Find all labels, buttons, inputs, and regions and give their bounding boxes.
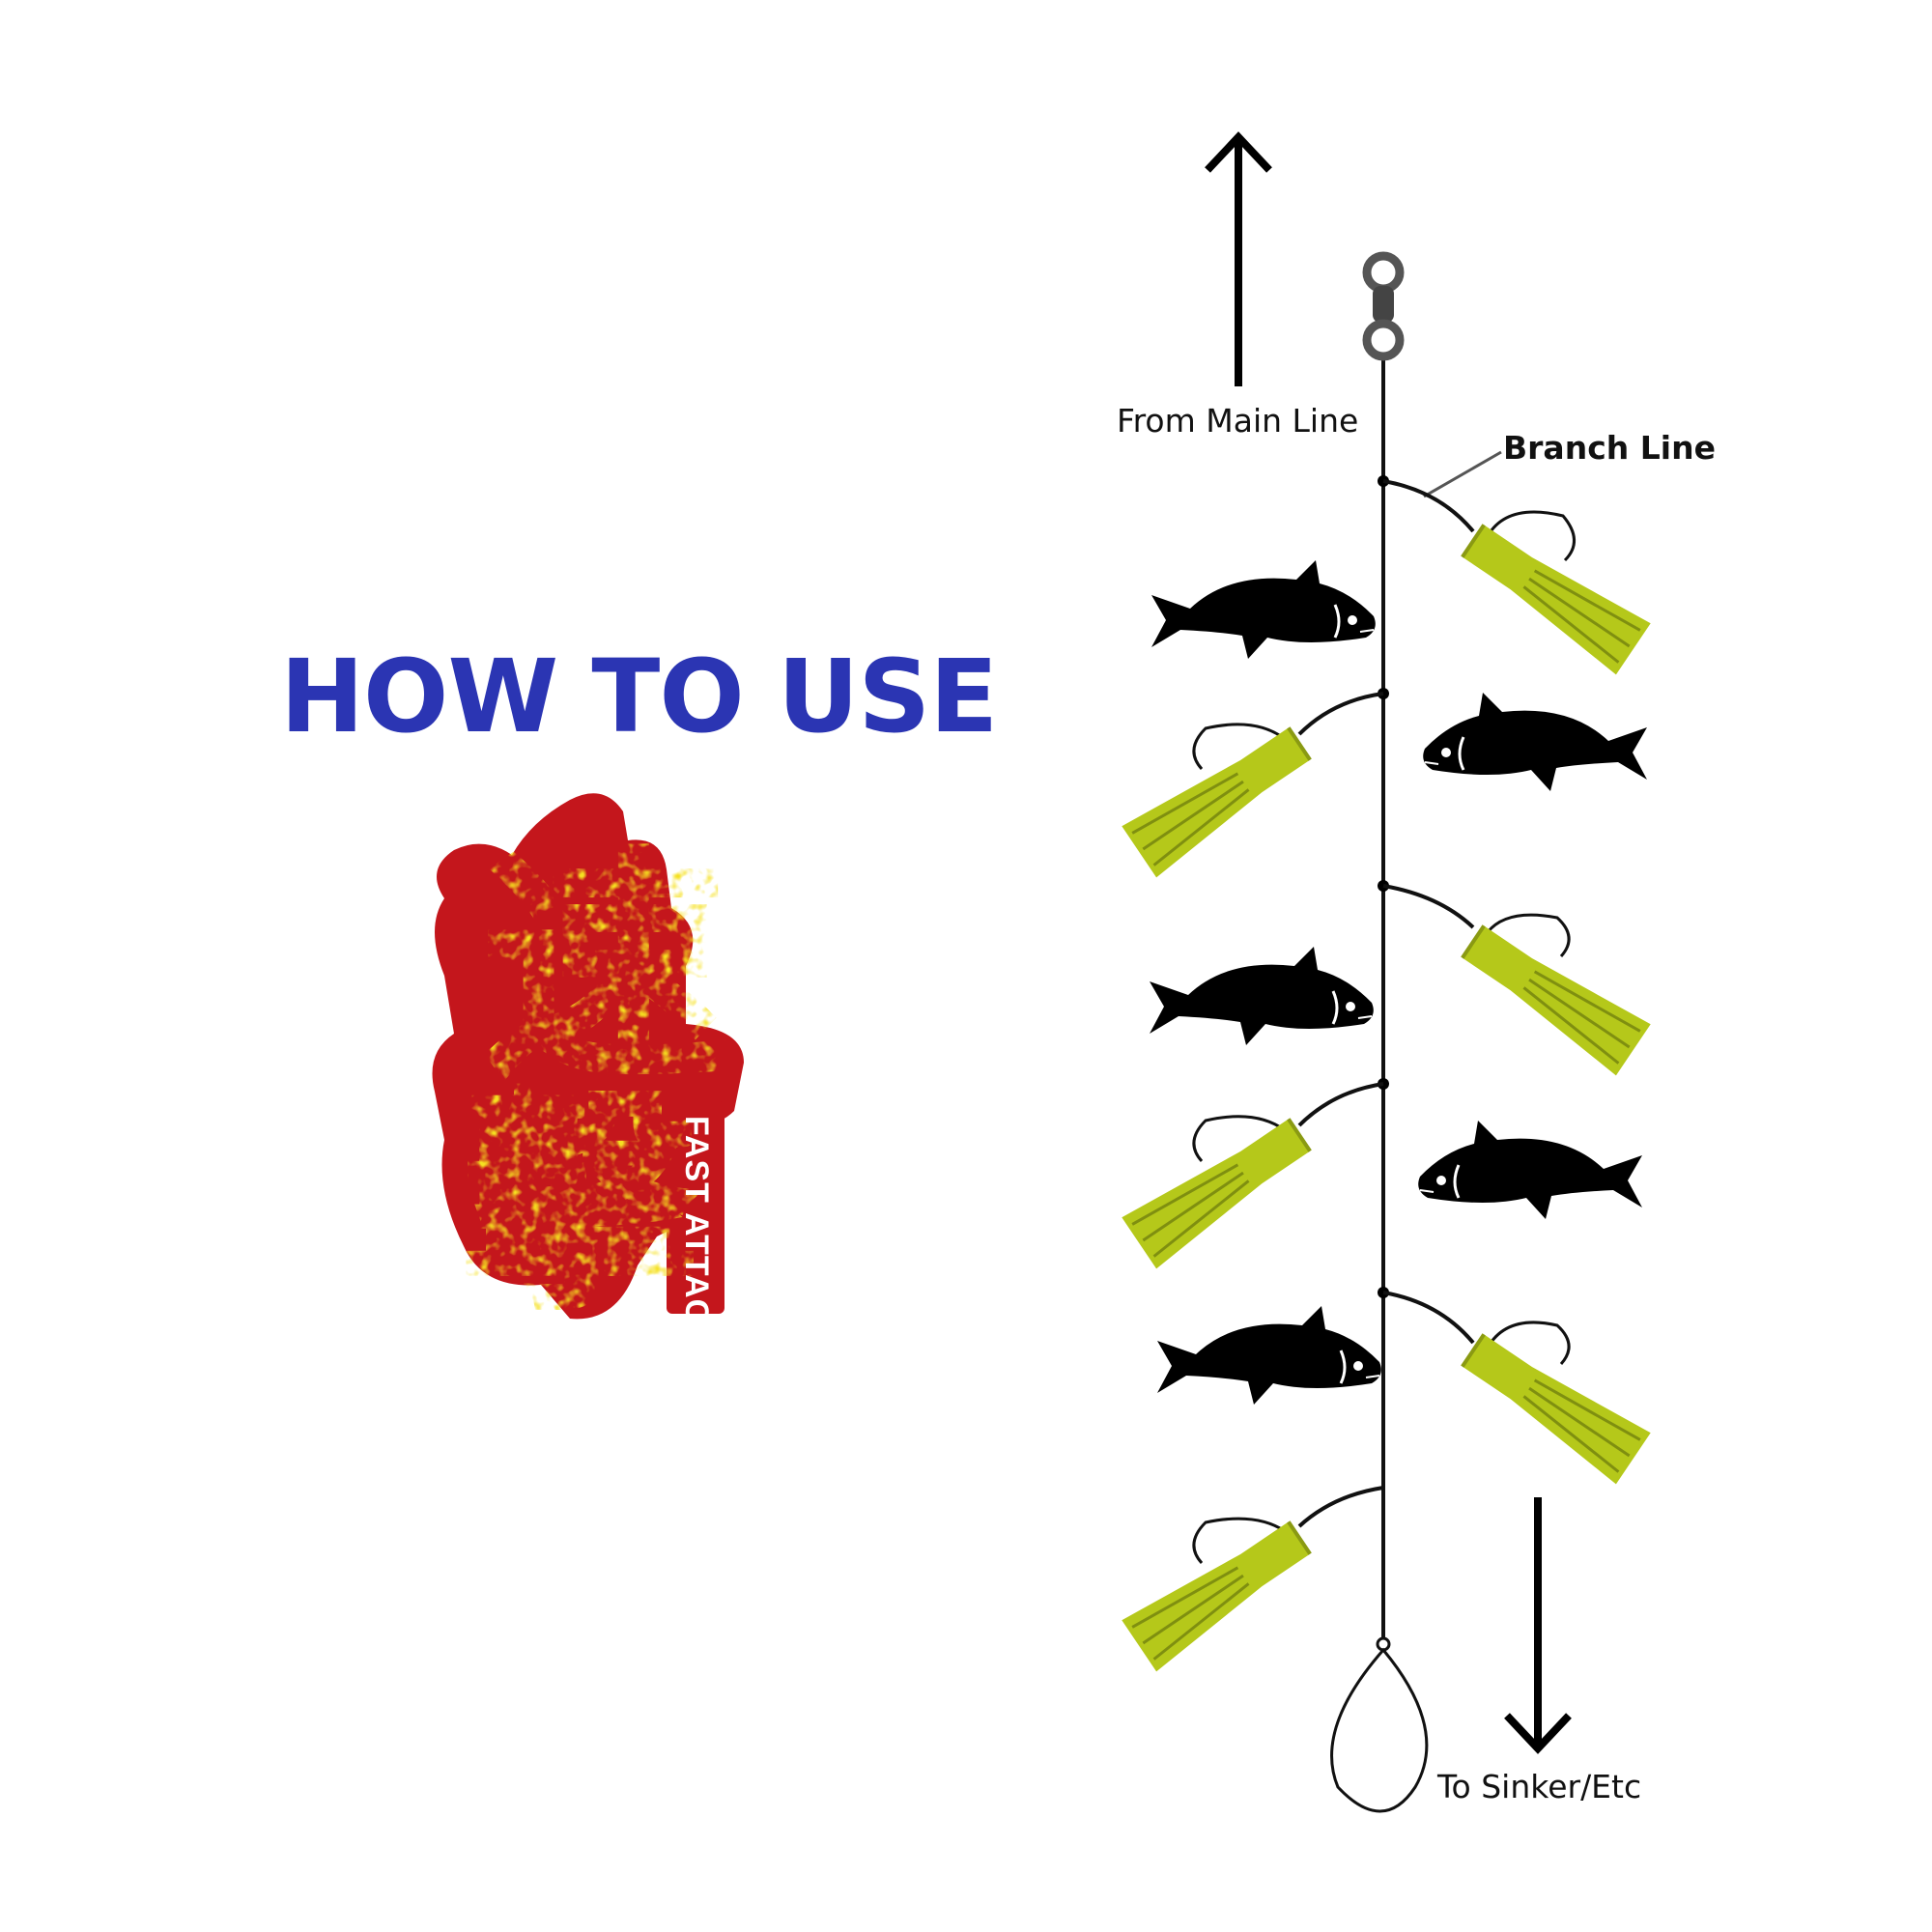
fast-attack-logo: 速 擊 速擊 FAST ATTACK xyxy=(432,793,744,1343)
fish-icon xyxy=(1150,558,1378,661)
fish-icon xyxy=(1416,1119,1644,1221)
logo-red-outline xyxy=(432,793,744,1320)
snap-loop-icon xyxy=(1330,1636,1429,1813)
branch-left-2 xyxy=(1120,1078,1389,1271)
svg-text:擊: 擊 xyxy=(464,1067,696,1340)
from-main-line-label: From Main Line xyxy=(1117,402,1359,440)
svg-text:速: 速 xyxy=(483,826,724,1110)
hook-icon xyxy=(1486,510,1576,562)
fish-icon xyxy=(1155,1304,1383,1406)
logo-chinese-glyphs: 速 擊 xyxy=(461,823,727,1343)
branch-line-label: Branch Line xyxy=(1503,429,1716,467)
logo-english-text: FAST ATTACK xyxy=(678,1116,715,1343)
to-sinker-label: To Sinker/Etc xyxy=(1437,1768,1642,1805)
branch-right-3 xyxy=(1378,1287,1653,1487)
swivel-icon xyxy=(1362,251,1405,361)
branch-line-pointer xyxy=(1423,450,1502,498)
branch-left-3 xyxy=(1120,1486,1384,1674)
branch-right-2 xyxy=(1378,880,1653,1078)
arrow-down-icon xyxy=(1504,1497,1572,1754)
fish-icon xyxy=(1421,691,1649,793)
branch-left-1 xyxy=(1120,688,1389,880)
branch-right-1 xyxy=(1378,475,1653,677)
arrow-up-icon xyxy=(1205,131,1272,386)
fish-icon xyxy=(1148,945,1376,1047)
page-title: HOW TO USE xyxy=(280,638,998,755)
